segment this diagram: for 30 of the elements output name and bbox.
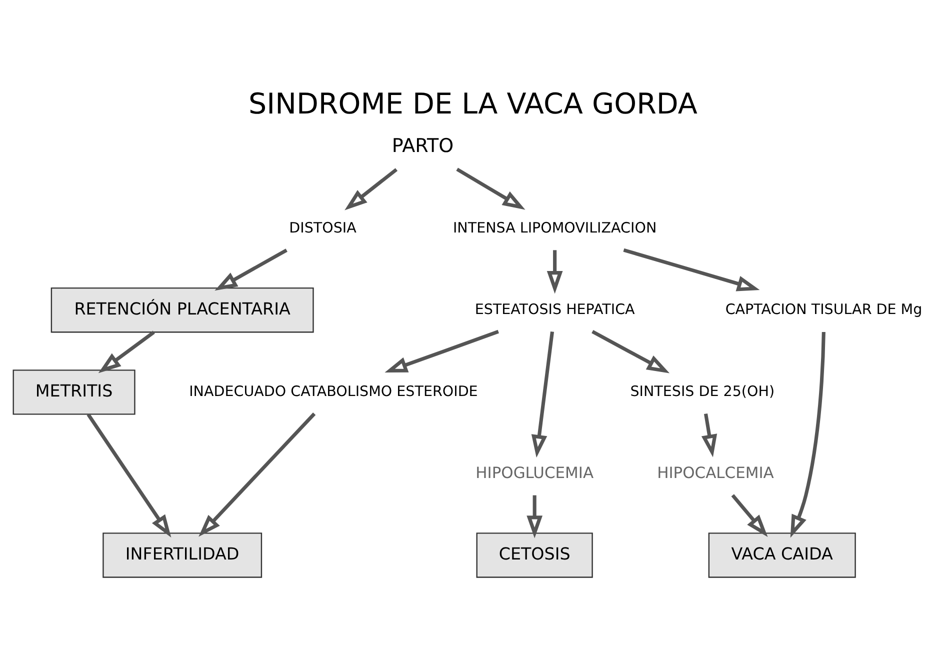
node-text: SINTESIS DE 25(OH) xyxy=(630,384,775,400)
node-box: METRITIS xyxy=(12,370,136,415)
arrow xyxy=(592,330,670,374)
arrow xyxy=(546,250,563,294)
arrow xyxy=(531,331,554,458)
node-text: INADECUADO CATABOLISMO ESTEROIDE xyxy=(189,384,478,400)
node-text: CAPTACION TISULAR DE Mg xyxy=(725,302,922,318)
node-box: CETOSIS xyxy=(476,532,593,578)
node-box: VACA CAIDA xyxy=(708,532,856,578)
node-text: PARTO xyxy=(392,135,454,158)
node-text: HIPOCALCEMIA xyxy=(657,464,774,482)
node-text: DISTOSIA xyxy=(289,220,356,236)
arrow xyxy=(198,412,316,537)
node-text: INTENSA LIPOMOVILIZACION xyxy=(452,220,657,236)
arrow xyxy=(623,248,760,292)
arrow xyxy=(86,413,172,538)
arrow xyxy=(731,494,768,538)
arrow xyxy=(701,413,718,458)
node-box: RETENCIÓN PLACENTARIA xyxy=(50,287,314,333)
node-box: INFERTILIDAD xyxy=(102,532,262,578)
node-text: HIPOGLUCEMIA xyxy=(476,464,594,482)
arrow xyxy=(790,332,826,538)
arrow xyxy=(98,330,155,374)
arrow xyxy=(344,168,398,210)
diagram-title: SINDROME DE LA VACA GORDA xyxy=(248,86,698,120)
arrow xyxy=(214,248,288,291)
node-text: ESTEATOSIS HEPATICA xyxy=(474,302,635,318)
arrow xyxy=(456,168,526,210)
arrow xyxy=(526,495,543,538)
arrow xyxy=(384,330,499,373)
